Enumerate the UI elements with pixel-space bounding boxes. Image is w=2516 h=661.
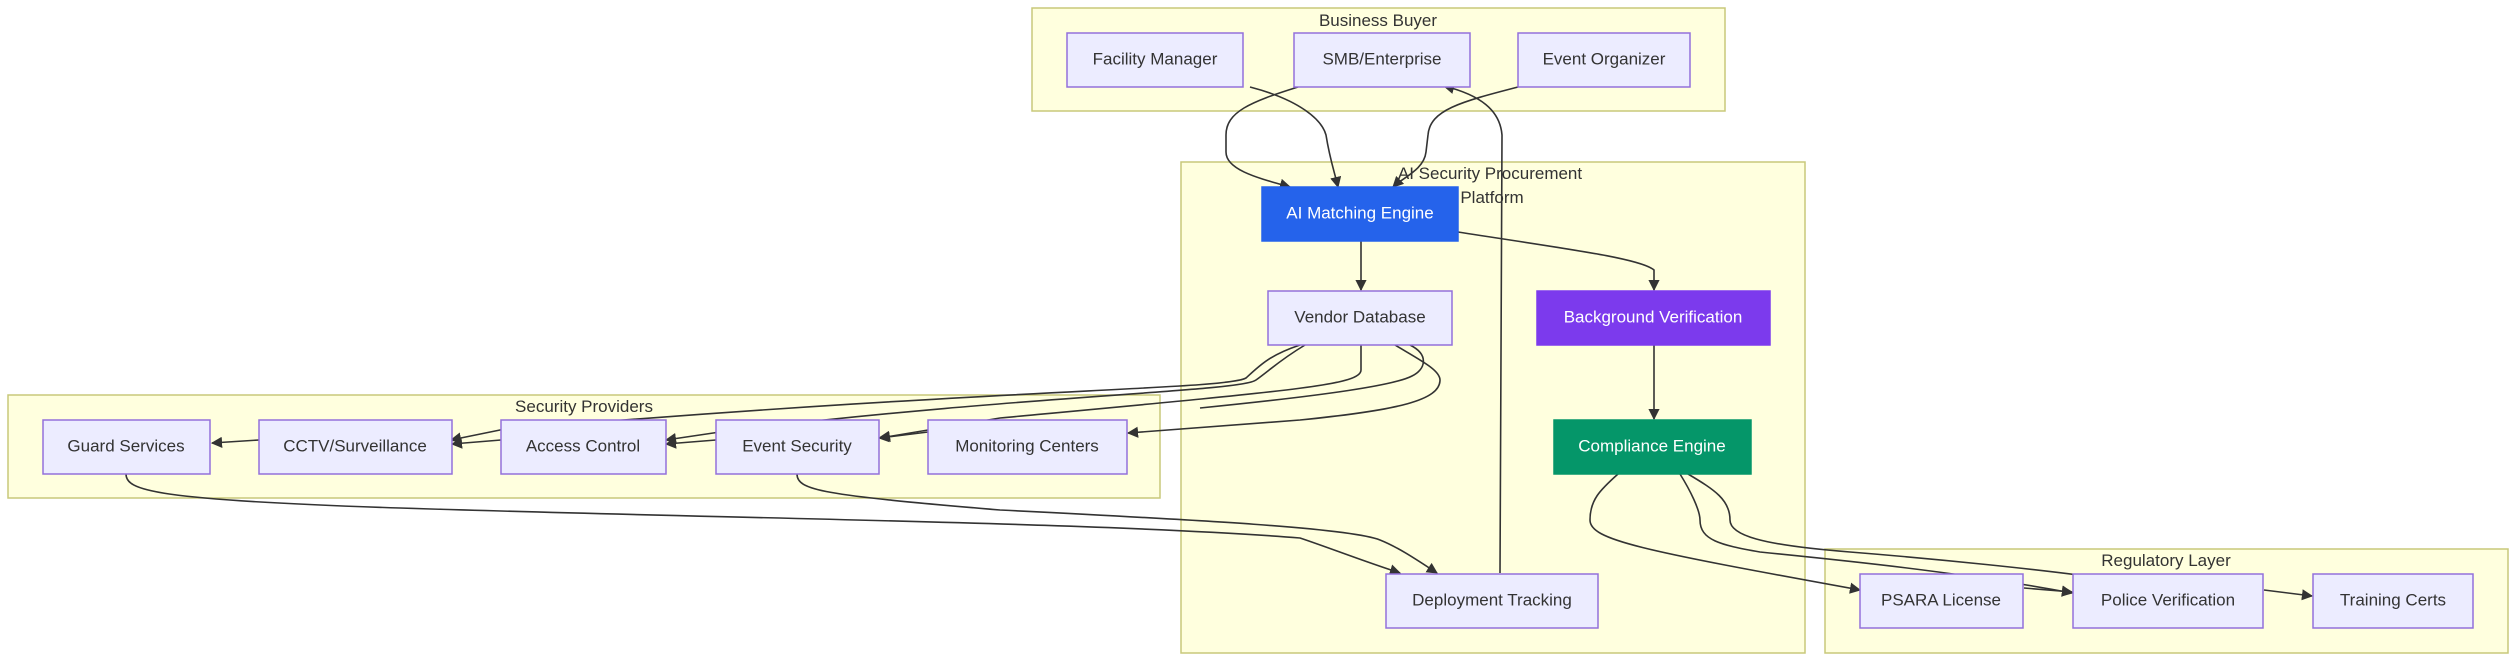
edge-vendor-database-to-access-control	[664, 344, 1306, 445]
edge-event-security-to-deployment-tracking	[796, 473, 1438, 574]
node-label-ai-matching-engine: AI Matching Engine	[1286, 203, 1433, 222]
node-deployment-tracking[interactable]: Deployment Tracking	[1385, 573, 1599, 629]
edge-psara-license-to-police-verification	[2023, 585, 2074, 597]
node-label-event-organizer: Event Organizer	[1543, 49, 1666, 68]
node-label-access-control: Access Control	[526, 436, 640, 455]
node-guard-services[interactable]: Guard Services	[42, 419, 211, 475]
node-event-security[interactable]: Event Security	[715, 419, 880, 475]
cluster-title-security-providers: Security Providers	[515, 397, 653, 416]
edge-vendor-database-to-monitoring-centers	[1126, 344, 1441, 438]
node-police-verification[interactable]: Police Verification	[2072, 573, 2264, 629]
node-label-vendor-database: Vendor Database	[1294, 307, 1425, 326]
edge-facility-manager-to-ai-matching-engine	[1249, 86, 1342, 189]
node-label-event-security: Event Security	[742, 436, 852, 455]
node-compliance-engine[interactable]: Compliance Engine	[1553, 419, 1752, 475]
node-label-smb-enterprise: SMB/Enterprise	[1322, 49, 1441, 68]
edge-police-verification-to-training-certs	[2263, 589, 2314, 601]
node-facility-manager[interactable]: Facility Manager	[1066, 32, 1244, 88]
node-label-facility-manager: Facility Manager	[1093, 49, 1218, 68]
node-psara-license[interactable]: PSARA License	[1859, 573, 2024, 629]
node-label-compliance-engine: Compliance Engine	[1578, 436, 1725, 455]
edge-vendor-database-to-event-security	[878, 345, 1362, 442]
node-label-training-certs: Training Certs	[2340, 590, 2446, 609]
edge-smb-enterprise-to-ai-matching-engine	[1225, 86, 1299, 190]
edge-event-security-to-access-control	[664, 437, 717, 449]
node-monitoring-centers[interactable]: Monitoring Centers	[927, 419, 1128, 475]
node-label-cctv-surveillance: CCTV/Surveillance	[283, 436, 427, 455]
node-label-police-verification: Police Verification	[2101, 590, 2235, 609]
node-label-monitoring-centers: Monitoring Centers	[955, 436, 1099, 455]
edge-ai-matching-engine-to-background-verification	[1457, 231, 1660, 292]
node-cctv-surveillance[interactable]: CCTV/Surveillance	[258, 419, 453, 475]
node-label-background-verification: Background Verification	[1564, 307, 1743, 326]
edge-compliance-engine-to-psara-license	[1589, 473, 1862, 594]
node-label-guard-services: Guard Services	[67, 436, 184, 455]
node-training-certs[interactable]: Training Certs	[2312, 573, 2474, 629]
node-access-control[interactable]: Access Control	[500, 419, 667, 475]
cluster-platform: AI Security Procurement Platform	[1180, 161, 1806, 654]
node-label-deployment-tracking: Deployment Tracking	[1412, 590, 1572, 609]
node-event-organizer[interactable]: Event Organizer	[1517, 32, 1691, 88]
cluster-title-business-buyer: Business Buyer	[1319, 11, 1437, 30]
node-label-psara-license: PSARA License	[1881, 590, 2001, 609]
cluster-title-platform-line1: AI Security Procurement	[1398, 164, 1583, 183]
edge-vendor-database-to-monitoring-centers-2	[1199, 344, 1425, 409]
node-vendor-database[interactable]: Vendor Database	[1267, 290, 1453, 346]
edge-monitoring-centers-to-event-security	[877, 431, 929, 443]
node-background-verification[interactable]: Background Verification	[1536, 290, 1771, 346]
cluster-title-regulatory-layer: Regulatory Layer	[2101, 551, 2231, 570]
edge-access-control-to-cctv-surveillance	[450, 437, 502, 449]
edges	[125, 83, 2314, 601]
edge-deployment-tracking-to-smb-enterprise	[1442, 83, 1503, 574]
node-ai-matching-engine[interactable]: AI Matching Engine	[1261, 186, 1459, 242]
edge-cctv-surveillance-to-guard-services	[210, 436, 260, 448]
node-smb-enterprise[interactable]: SMB/Enterprise	[1293, 32, 1471, 88]
edge-compliance-engine-to-training-certs	[1687, 473, 2079, 576]
cluster-title-platform-line2: Platform	[1460, 188, 1523, 207]
edge-guard-services-to-deployment-tracking	[125, 473, 1402, 576]
edge-vendor-database-to-cctv-surveillance	[449, 344, 1301, 444]
